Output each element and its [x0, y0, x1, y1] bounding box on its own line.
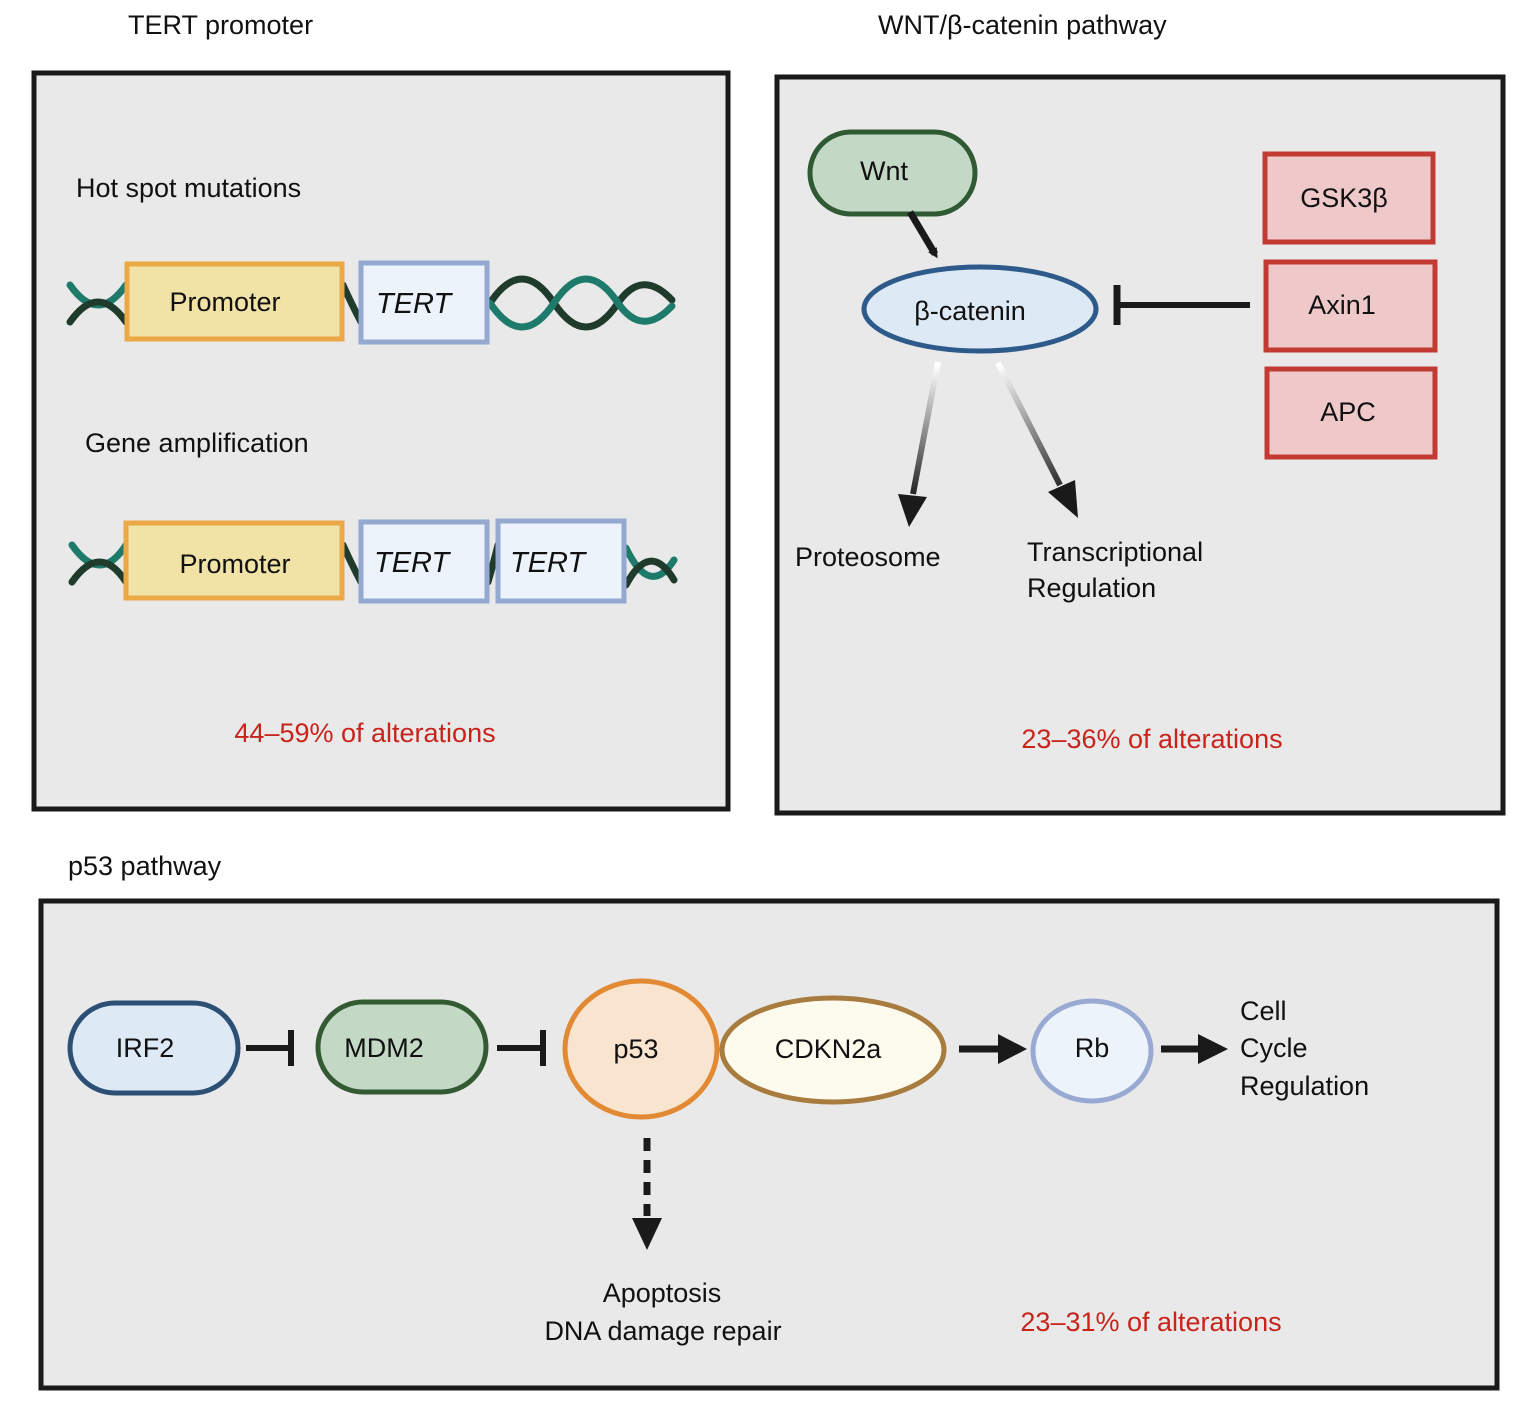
apoptosis-label-line1: Apoptosis	[603, 1278, 722, 1308]
catenin-label: β-catenin	[914, 296, 1026, 326]
dna-helix-left-1	[66, 281, 130, 326]
transcription-label-line2: Regulation	[1027, 573, 1156, 603]
tert-panel-frame	[31, 70, 731, 812]
mdm2-label: MDM2	[344, 1033, 424, 1063]
wnt-to-catenin-arrow	[906, 210, 939, 259]
cell-cycle-label-line1: Cell	[1240, 996, 1287, 1026]
dna-helix-right-2	[622, 544, 678, 589]
gsk3b-box	[1262, 151, 1436, 245]
rb-label: Rb	[1075, 1033, 1110, 1063]
promoter-label-2: Promoter	[179, 549, 290, 579]
tert-gene-label-1: TERT	[376, 288, 453, 320]
cdkn2a-to-rb-arrowhead	[998, 1034, 1027, 1064]
proteosome-label: Proteosome	[795, 542, 941, 572]
hotspot-label: Hot spot mutations	[76, 173, 301, 203]
tert-gene-box-2b	[495, 518, 627, 604]
catenin-to-transcription-line	[995, 361, 1063, 487]
p53-label: p53	[613, 1034, 658, 1064]
promoter-label-1: Promoter	[169, 287, 280, 317]
p53-stat: 23–31% of alterations	[1020, 1307, 1281, 1337]
wnt-stat: 23–36% of alterations	[1021, 724, 1282, 754]
wnt-label: Wnt	[860, 156, 909, 186]
irf2-label: IRF2	[116, 1033, 175, 1063]
apc-box	[1264, 366, 1438, 460]
tert-gene-label-2b: TERT	[510, 547, 587, 579]
tert-gene-box-1	[358, 260, 490, 345]
transcription-arrowhead	[1048, 480, 1078, 518]
tert-panel: TERT promoter Hot spot mutations Promote…	[31, 10, 731, 812]
axin1-label: Axin1	[1308, 290, 1376, 320]
apc-label: APC	[1320, 397, 1376, 427]
dna-helix-right-1	[486, 275, 676, 331]
wnt-panel-title: WNT/β-catenin pathway	[878, 10, 1167, 40]
catenin-node	[861, 264, 1099, 354]
promoter-box-2	[123, 520, 345, 601]
p53-to-apoptosis-arrowhead	[632, 1218, 662, 1250]
proteosome-arrowhead	[898, 494, 927, 527]
promoter-box-1	[124, 261, 345, 342]
axin1-box	[1263, 259, 1438, 353]
mdm2-node	[315, 999, 489, 1095]
cdkn2a-label: CDKN2a	[775, 1034, 883, 1064]
tert-gene-box-2a	[358, 519, 490, 604]
wnt-panel: WNT/β-catenin pathway Wnt β-catenin GSK3…	[774, 10, 1506, 816]
transcription-label-line1: Transcriptional	[1027, 537, 1203, 567]
p53-panel-frame	[38, 898, 1500, 1391]
p53-panel-title: p53 pathway	[68, 851, 222, 881]
rb-to-cellcycle-arrowhead	[1198, 1034, 1228, 1064]
cell-cycle-label-line3: Regulation	[1240, 1071, 1369, 1101]
irf2-node	[67, 1000, 241, 1096]
tert-panel-title: TERT promoter	[128, 10, 313, 40]
dna-helix-left-2	[68, 541, 130, 586]
tert-stat: 44–59% of alterations	[234, 718, 495, 748]
gsk3b-label: GSK3β	[1300, 183, 1388, 213]
p53-panel: p53 pathway IRF2 MDM2 p53 CDKN2a Rb Cell…	[38, 851, 1500, 1391]
tert-gene-label-2a: TERT	[374, 547, 451, 579]
cdkn2a-node	[719, 995, 947, 1105]
catenin-to-proteosome-line	[910, 361, 941, 495]
rb-node	[1030, 998, 1154, 1104]
cell-cycle-label-line2: Cycle	[1240, 1033, 1308, 1063]
wnt-node	[807, 129, 978, 217]
amplification-label: Gene amplification	[85, 428, 309, 458]
p53-node	[562, 978, 720, 1120]
apoptosis-label-line2: DNA damage repair	[544, 1316, 781, 1346]
